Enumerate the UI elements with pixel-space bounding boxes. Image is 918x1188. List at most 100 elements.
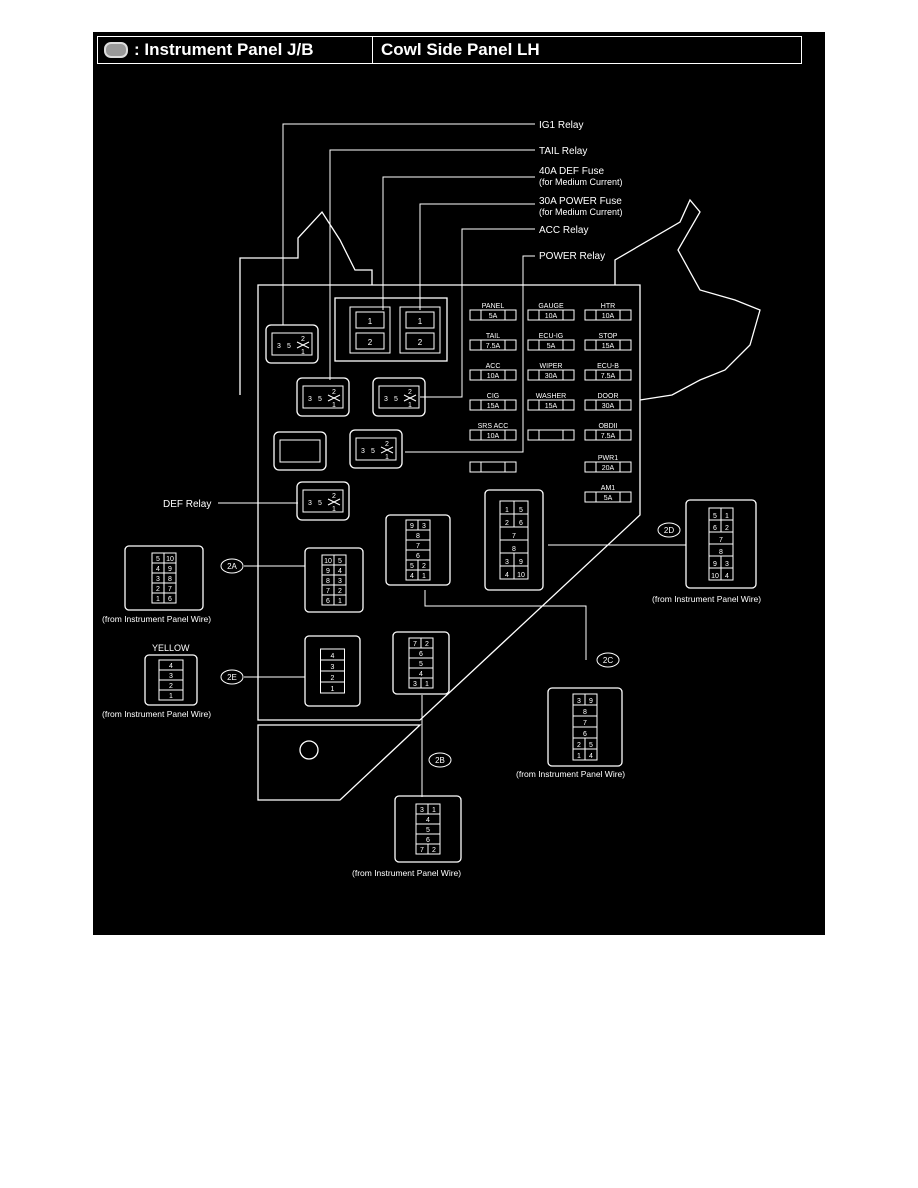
header-location-cell: Cowl Side Panel LH [373, 37, 801, 63]
dash-outline [239, 198, 761, 801]
connector-id-2d: 2D [664, 526, 674, 535]
pin-number: 8 [719, 549, 723, 556]
pin-number: 3 [420, 807, 424, 814]
fuse-name: HTR [601, 303, 615, 310]
relay-pin: 2 [332, 389, 336, 396]
pin-number: 2 [156, 586, 160, 593]
relay-pin: 5 [318, 500, 322, 507]
pin-number: 8 [326, 578, 330, 585]
fuse: ECU-B7.5A [584, 363, 632, 381]
fuse-amp: 15A [545, 403, 558, 410]
fuse-name: STOP [599, 333, 618, 340]
fuse-name: OBDII [598, 423, 617, 430]
relay-pin: 3 [308, 500, 312, 507]
oval-connector-icon [104, 42, 128, 58]
pin-number: 3 [422, 523, 426, 530]
fuse: ACC 10A [469, 363, 517, 381]
pin-number: 3 [169, 673, 173, 680]
fuse: STOP 15A [584, 333, 632, 351]
pin-number: 8 [583, 709, 587, 716]
fuse-amp: 5A [604, 495, 613, 502]
fuse-name: TAIL [486, 333, 500, 340]
pin-number: 6 [326, 598, 330, 605]
fuse-name: AM1 [601, 485, 616, 492]
pin-number: 3 [338, 578, 342, 585]
pin-number: 1 [425, 681, 429, 688]
pin-number: 1 [725, 513, 729, 520]
pin-number: 2 [338, 588, 342, 595]
fuse-name: ACC [486, 363, 501, 370]
fuse-amp: 15A [602, 343, 615, 350]
pin-number: 7 [420, 847, 424, 854]
leader-lines [218, 123, 686, 797]
pin-number: 1 [156, 596, 160, 603]
def-fuse-label: 40A DEF Fuse [539, 166, 604, 177]
pin-number: 1 [422, 573, 426, 580]
fuse-amp: 10A [487, 433, 500, 440]
pin-number: 1 [432, 807, 436, 814]
connector-id-2c: 2C [603, 656, 613, 665]
from-wire-2b: (from Instrument Panel Wire) [352, 868, 461, 878]
pin-number: 4 [331, 653, 335, 660]
pin-number: 9 [410, 523, 414, 530]
pin-number: 10 [166, 556, 174, 563]
fuse [469, 461, 517, 473]
fuse-name: PWR1 [598, 455, 618, 462]
relay-pin: 1 [385, 454, 389, 461]
diagram-background [93, 32, 825, 935]
pin-number: 4 [410, 573, 414, 580]
def-fuse-note: (for Medium Current) [539, 177, 623, 187]
pin-number: 1 [169, 693, 173, 700]
from-wire-2d: (from Instrument Panel Wire) [652, 594, 761, 604]
pin-number: 5 [410, 563, 414, 570]
medium-current-fuses: 1 2 1 2 [334, 297, 448, 362]
fuse-amp: 20A [602, 465, 615, 472]
relay-diode-icon [403, 394, 417, 402]
relay-pin: 3 [384, 396, 388, 403]
connector-id-2e: 2E [227, 673, 237, 682]
relay-pin: 1 [408, 402, 412, 409]
power-fuse-label: 30A POWER Fuse [539, 196, 622, 207]
from-wire-2c: (from Instrument Panel Wire) [516, 769, 625, 779]
relay-diode-icon [327, 394, 341, 402]
pin-number: 2 [505, 520, 509, 527]
pin-number: 4 [589, 753, 593, 760]
fuse [527, 429, 575, 441]
pin-number: 5 [519, 507, 523, 514]
fuse-amp: 30A [602, 403, 615, 410]
fuse-amp: 7.5A [486, 343, 501, 350]
pin-number: 7 [326, 588, 330, 595]
fuse-amp: 10A [487, 373, 500, 380]
pin-number: 4 [169, 663, 173, 670]
relay-diode-icon [380, 446, 394, 454]
pin-number: 6 [168, 596, 172, 603]
pin-number: 9 [168, 566, 172, 573]
component-labels: IG1 Relay TAIL Relay 40A DEF Fuse (for M… [102, 120, 761, 878]
relay-pin: 3 [277, 343, 281, 350]
relay-pin: 1 [301, 349, 305, 356]
pin-number: 5 [426, 827, 430, 834]
pin-number: 10 [517, 572, 525, 579]
pin-number: 5 [713, 513, 717, 520]
fuse-amp: 15A [487, 403, 500, 410]
fuse-amp: 30A [545, 373, 558, 380]
fuse-name: PANEL [482, 303, 505, 310]
pin-number: 7 [168, 586, 172, 593]
